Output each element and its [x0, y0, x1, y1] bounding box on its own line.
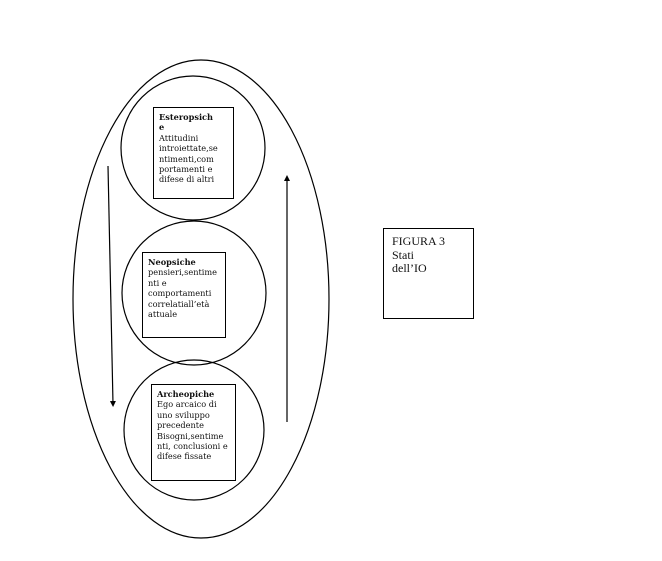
state-body-line: portamenti e [159, 164, 213, 175]
state-body-line: Bisogni,sentime [157, 430, 224, 441]
state-title-line: Neopsiche [148, 257, 196, 267]
state-body-line: ntimenti,com [159, 153, 214, 164]
state-body-line: pensieri,sentime [148, 267, 217, 278]
state-body-line: introiettate,se [159, 143, 218, 154]
state-body-line: difese di altri [159, 174, 215, 185]
state-box-archeopsiche: Archeopiche Ego arcaico di uno sviluppo … [151, 384, 236, 481]
figure-label-line: dell’IO [392, 261, 427, 275]
state-title-line: Archeopiche [157, 389, 215, 399]
state-body-line: correlatiall’età [148, 298, 210, 309]
state-body-line: precedente [157, 420, 204, 431]
state-body-line: comportamenti [148, 288, 212, 299]
state-title-line: e [159, 122, 165, 133]
state-body-line: uno sviluppo [157, 409, 210, 420]
state-body-line: Ego arcaico di [157, 399, 217, 410]
circle-archeopsiche [123, 359, 265, 501]
outer-ellipse [72, 59, 330, 539]
figure-label-box: FIGURA 3 Stati dell’IO [383, 228, 474, 319]
state-body-line: nti e [148, 277, 167, 288]
state-body-line: attuale [148, 309, 178, 320]
state-box-neopsiche: Neopsiche pensieri,sentime nti e comport… [142, 252, 226, 338]
circle-neopsiche [121, 220, 267, 366]
state-body-line: nti, conclusioni e [157, 441, 228, 452]
figure-label-line: Stati [392, 247, 415, 262]
state-body-line: difese fissate [157, 451, 212, 462]
arrow-down-left [107, 165, 116, 407]
state-title-line: Esteropsich [159, 112, 213, 122]
circle-esteropsiche [120, 75, 266, 221]
state-body-line: Attitudini [159, 132, 199, 143]
state-box-esteropsiche: Esteropsich e Attitudini introiettate,se… [153, 107, 234, 199]
figure-label-line: FIGURA 3 [392, 234, 446, 248]
